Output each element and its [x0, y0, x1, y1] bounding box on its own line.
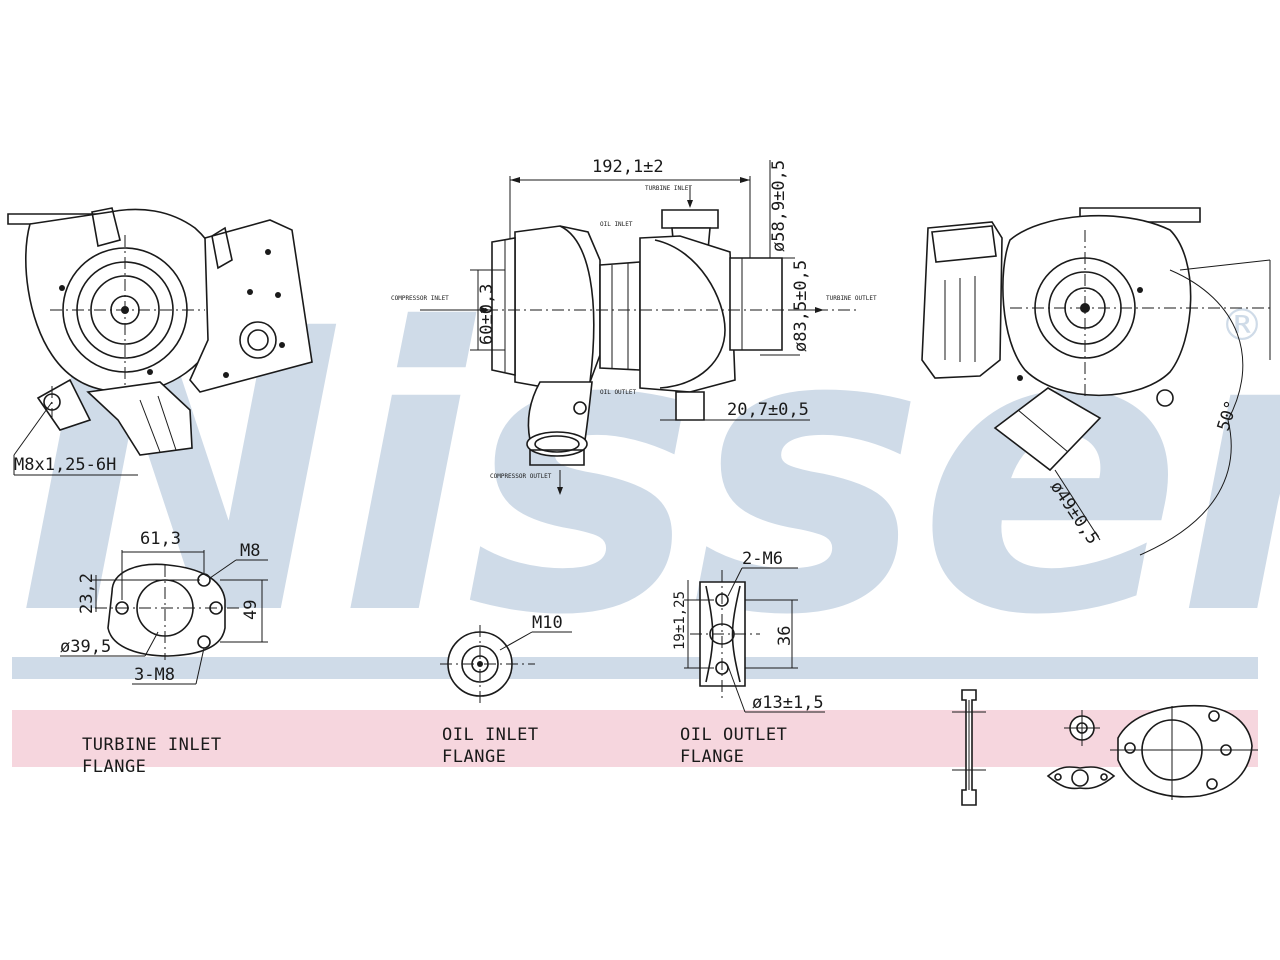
oil-inlet-gasket-icon [1064, 710, 1100, 746]
brand-blue-line [12, 657, 1258, 679]
turbine-inlet-flange: 61,3 M8 23,2 49 ø39,5 3-M8 TURBINE INLET… [60, 529, 268, 777]
oof-height-right: 36 [775, 626, 795, 646]
tif-diameter-dim: ø39,5 [60, 637, 111, 657]
oif-caption-line1: OIL INLET [442, 725, 539, 745]
caption-band [12, 710, 1258, 767]
oil-inlet-label: OIL INLET [600, 221, 633, 228]
tif-thread-top: M8 [240, 541, 260, 561]
oil-outlet-label: OIL OUTLET [600, 389, 637, 396]
front-thread-label: M8x1,25-6H [14, 455, 116, 475]
outlet-diameter-bottom: ø83,5±0,5 [791, 260, 811, 352]
oif-caption-line2: FLANGE [442, 747, 506, 767]
tif-width-dim: 61,3 [140, 529, 181, 549]
oil-pipe-icon [952, 689, 986, 806]
compressor-inlet-label: COMPRESSOR INLET [391, 295, 449, 302]
tif-caption-line1: TURBINE INLET [82, 735, 222, 755]
oof-caption-line1: OIL OUTLET [680, 725, 787, 745]
side-height-dim: 60±0,3 [477, 284, 497, 345]
tif-height-right: 49 [241, 600, 261, 620]
side-view: 192,1±2 COMPRESSOR INLET TURBIN [391, 157, 877, 495]
outlet-diameter-top: ø58,9±0,5 [769, 160, 789, 252]
tif-caption-line2: FLANGE [82, 757, 146, 777]
oof-holes-label: 2-M6 [742, 549, 783, 569]
side-offset-dim: 20,7±0,5 [727, 400, 809, 420]
oof-diameter-dim: ø13±1,5 [752, 693, 824, 713]
turbine-inlet-label: TURBINE INLET [645, 185, 692, 192]
turbine-outlet-label: TURBINE OUTLET [826, 295, 877, 302]
oof-caption-line2: FLANGE [680, 747, 744, 767]
oil-outlet-flange: 2-M6 19±1,25 36 ø13±1,5 OIL OUTLET FLANG… [672, 549, 825, 767]
front-view: M8x1,25-6H [7, 207, 313, 476]
overall-length-dim: 192,1±2 [592, 157, 664, 177]
oil-outlet-gasket-icon [1046, 766, 1116, 790]
oof-height-left: 19±1,25 [672, 591, 688, 650]
oif-thread-label: M10 [532, 613, 563, 633]
oil-inlet-flange: M10 OIL INLET FLANGE [440, 613, 572, 767]
tif-holes-label: 3-M8 [134, 665, 175, 685]
compressor-outlet-label: COMPRESSOR OUTLET [490, 473, 552, 480]
turbine-inlet-gasket-icon [1110, 704, 1258, 800]
tif-height-top: 23,2 [77, 573, 97, 614]
